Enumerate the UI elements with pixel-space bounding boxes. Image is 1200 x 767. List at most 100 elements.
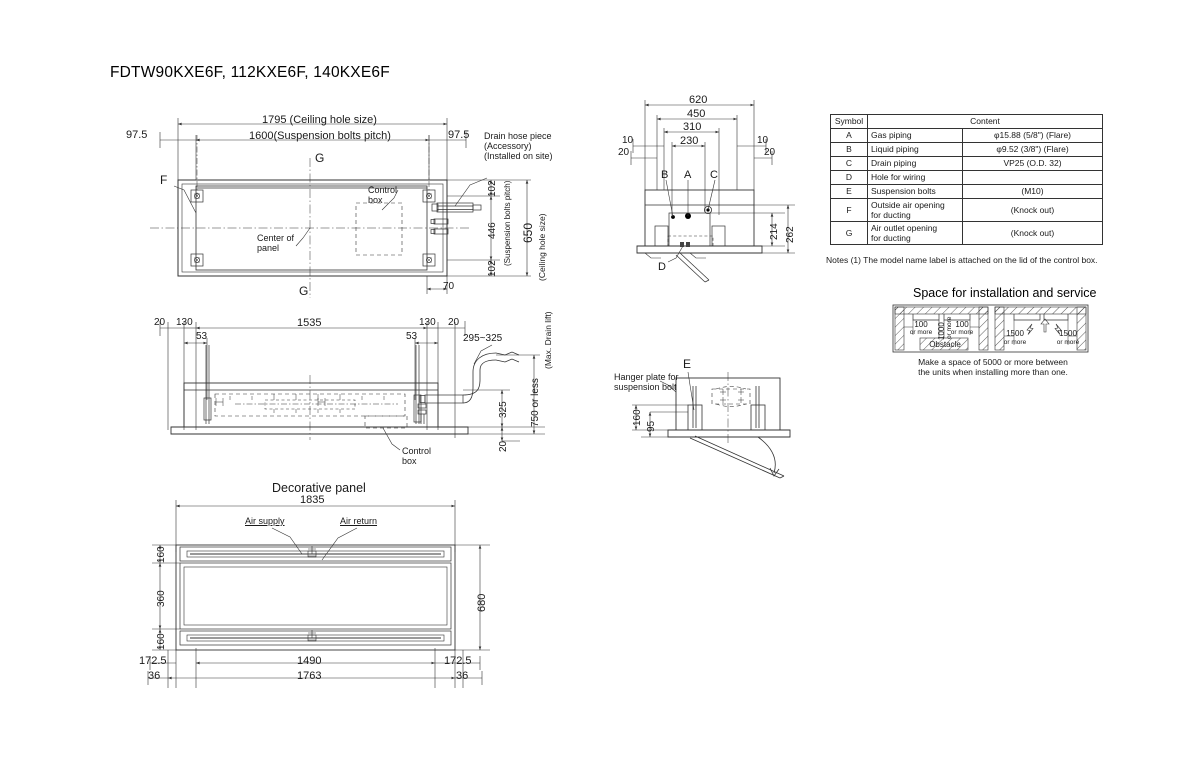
cell-value: (M10) bbox=[962, 184, 1103, 199]
cell-value: φ9.52 (3/8") (Flare) bbox=[962, 142, 1103, 157]
dim-ceiling-hole-width: 1795 (Ceiling hole size) bbox=[262, 114, 377, 126]
dim-214: 214 bbox=[769, 223, 780, 240]
dim-right-10: 10 bbox=[757, 135, 769, 146]
dim-bolt-pitch-height: 446 bbox=[487, 222, 498, 239]
dim-325: 325 bbox=[498, 401, 509, 418]
label-hanger-plate: Hanger plate for suspension bolt bbox=[614, 372, 679, 393]
dim-ceiling-hole-height: 650 bbox=[521, 222, 535, 243]
dim-elev-right-20: 20 bbox=[448, 317, 460, 328]
dim-space-100-left: 100 bbox=[914, 320, 928, 329]
dim-panel-360: 360 bbox=[156, 590, 167, 607]
dim-space-1500-right: 1500 bbox=[1059, 329, 1077, 338]
table-header-row: Symbol Content bbox=[830, 114, 1103, 129]
cell-symbol: F bbox=[830, 198, 868, 222]
dim-drain-range: 295~325 bbox=[463, 333, 503, 344]
dim-hanger-160: 160 bbox=[632, 409, 643, 426]
dim-1535: 1535 bbox=[297, 317, 322, 329]
cell-symbol: A bbox=[830, 128, 868, 143]
note-1: Notes (1) The model name label is attach… bbox=[826, 255, 1098, 265]
cell-value: (Knock out) bbox=[962, 221, 1103, 245]
dim-space-100-right-sub: or more bbox=[950, 329, 974, 336]
cell-content: Drain piping bbox=[867, 156, 963, 171]
dim-bottom-gap: 102 bbox=[487, 260, 498, 277]
label-drain-hose-piece: Drain hose piece (Accessory) (Installed … bbox=[484, 131, 553, 162]
symbol-f-plan: F bbox=[160, 173, 168, 187]
dim-left-20: 20 bbox=[618, 147, 630, 158]
symbol-a-section: A bbox=[684, 169, 692, 181]
dim-space-1500-left-sub: or more bbox=[1003, 339, 1027, 346]
symbol-e-hanger: E bbox=[683, 357, 692, 371]
dim-310: 310 bbox=[683, 121, 702, 133]
dim-left-172: 172.5 bbox=[139, 655, 167, 667]
dim-1490: 1490 bbox=[297, 655, 322, 667]
dim-left-36: 36 bbox=[148, 670, 161, 682]
dim-max-drain-lift: 750 or less bbox=[530, 378, 541, 427]
dim-max-drain-lift-note: (Max. Drain lift) bbox=[543, 311, 553, 369]
dim-space-100-right: 100 bbox=[955, 320, 969, 329]
label-air-supply: Air supply bbox=[245, 516, 285, 526]
page-title: FDTW90KXE6F, 112KXE6F, 140KXE6F bbox=[110, 64, 390, 81]
dim-450: 450 bbox=[687, 108, 706, 120]
symbol-g-top: G bbox=[315, 151, 325, 165]
dim-bolt-pitch-height-note: (Suspension bolts pitch) bbox=[503, 180, 512, 266]
th-symbol: Symbol bbox=[830, 114, 868, 129]
cell-symbol: G bbox=[830, 221, 868, 245]
cell-value: VP25 (O.D. 32) bbox=[962, 156, 1103, 171]
dim-elev-bottom-20: 20 bbox=[498, 440, 509, 452]
cell-symbol: B bbox=[830, 142, 868, 157]
dim-ceiling-hole-height-note: (Ceiling hole size) bbox=[537, 213, 547, 281]
cell-content: Hole for wiring bbox=[867, 170, 963, 185]
dim-elev-left-53: 53 bbox=[196, 331, 208, 342]
dim-right-172: 172.5 bbox=[444, 655, 472, 667]
dim-panel-160-top: 160 bbox=[156, 546, 167, 563]
space-diagram-footnote: Make a space of 5000 or more between the… bbox=[918, 357, 1068, 377]
dim-left-10: 10 bbox=[622, 135, 634, 146]
dim-262: 262 bbox=[785, 226, 796, 243]
dim-left-offset: 97.5 bbox=[126, 129, 148, 141]
dim-top-gap: 102 bbox=[487, 180, 498, 197]
dim-1763: 1763 bbox=[297, 670, 322, 682]
dim-230: 230 bbox=[680, 135, 699, 147]
label-air-return: Air return bbox=[340, 516, 378, 526]
symbol-g-bottom: G bbox=[299, 284, 309, 298]
dim-620: 620 bbox=[689, 94, 708, 106]
label-center-of-panel: Center of panel bbox=[257, 233, 295, 254]
dim-elev-right-53: 53 bbox=[406, 331, 418, 342]
cell-content: Gas piping bbox=[867, 128, 963, 143]
label-control-box-plan: Control box bbox=[368, 185, 398, 206]
dim-elev-left-20: 20 bbox=[154, 317, 166, 328]
cell-content: Liquid piping bbox=[867, 142, 963, 157]
cell-symbol: D bbox=[830, 170, 868, 185]
label-control-box-elev: Control box bbox=[402, 446, 432, 467]
label-obstacle: Obstacle bbox=[929, 340, 961, 349]
dim-bolt-pitch-width: 1600(Suspension bolts pitch) bbox=[249, 130, 391, 142]
cell-content: Outside air opening for ducting bbox=[867, 198, 963, 222]
symbol-d-section: D bbox=[658, 261, 666, 273]
cell-value: φ15.88 (5/8") (Flare) bbox=[962, 128, 1103, 143]
decorative-panel-title: Decorative panel bbox=[272, 481, 366, 495]
dim-elev-left-130: 130 bbox=[176, 317, 193, 328]
dim-right-edge-70: 70 bbox=[443, 281, 455, 292]
dim-space-1500-left: 1500 bbox=[1006, 329, 1024, 338]
dim-right-offset: 97.5 bbox=[448, 129, 470, 141]
dim-panel-160-bottom: 160 bbox=[156, 633, 167, 650]
dim-space-1500-right-sub: or more bbox=[1056, 339, 1080, 346]
dim-elev-right-130: 130 bbox=[419, 317, 436, 328]
cell-content: Suspension bolts bbox=[867, 184, 963, 199]
cell-symbol: E bbox=[830, 184, 868, 199]
cell-value bbox=[962, 170, 1103, 185]
symbol-c-section: C bbox=[710, 169, 718, 181]
dim-680: 680 bbox=[476, 593, 488, 612]
dim-1835: 1835 bbox=[300, 494, 325, 506]
cell-value: (Knock out) bbox=[962, 198, 1103, 222]
symbol-b-section: B bbox=[661, 169, 669, 181]
cell-content: Air outlet opening for ducting bbox=[867, 221, 963, 245]
